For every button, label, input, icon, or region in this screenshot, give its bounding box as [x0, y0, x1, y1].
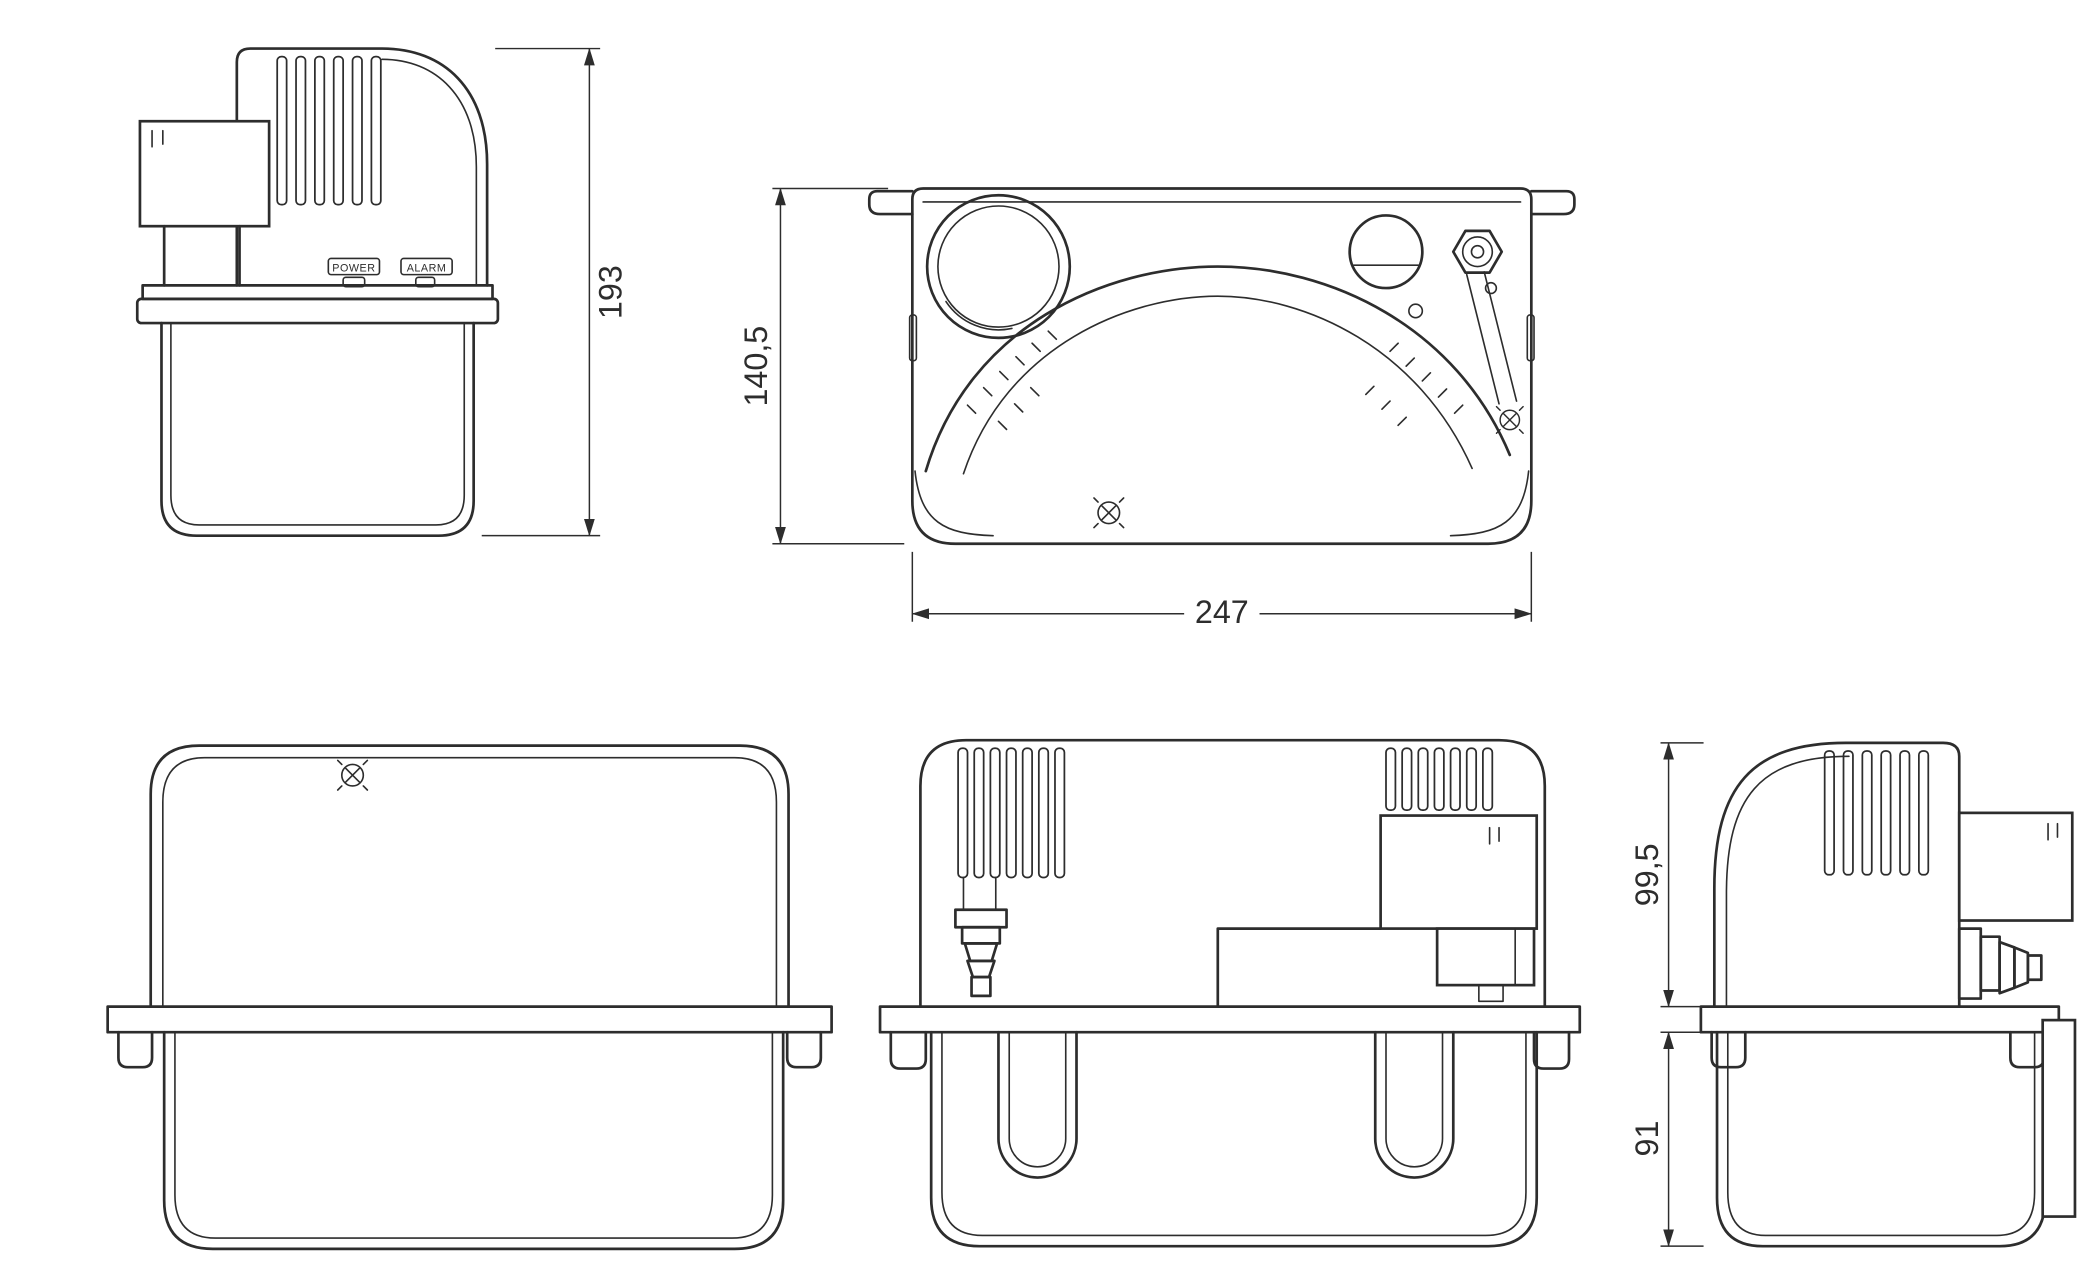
- u-channel-left: [997, 1030, 1078, 1179]
- power-label-text: POWER: [332, 262, 375, 274]
- screw-icon: [1093, 497, 1125, 529]
- front-view: [106, 744, 833, 1251]
- dim-overall-height-text: 193: [593, 265, 629, 319]
- power-label: POWER: [327, 257, 381, 288]
- screw-icon: [1495, 405, 1524, 435]
- rear-view: [878, 738, 1582, 1248]
- dim-overall-height: 193: [481, 47, 629, 537]
- alarm-label-text: ALARM: [407, 262, 447, 274]
- motor-cover: [235, 47, 489, 287]
- mounting-flange: [106, 1005, 833, 1069]
- mounting-flange: [135, 284, 500, 325]
- discharge-barb-fitting: [1957, 927, 2043, 1000]
- right-side-view: 99,5 91: [1629, 741, 2077, 1248]
- dim-body-depth: 140,5: [738, 187, 905, 545]
- top-view: 140,5 247: [738, 187, 1576, 630]
- vent-hole: [1348, 214, 1424, 290]
- dim-body-width-text: 247: [1195, 594, 1249, 630]
- electrical-box: [1379, 814, 1539, 930]
- alarm-label: ALARM: [400, 257, 453, 288]
- motor-cover: [1712, 741, 1961, 1008]
- pump-step-contour: [1216, 927, 1382, 1008]
- mounting-flange: [1699, 1005, 2061, 1069]
- top-body-outline: [910, 187, 1533, 546]
- electrical-box: [1957, 811, 2074, 922]
- front-cover: [149, 744, 790, 1008]
- mounting-flange: [878, 1005, 1582, 1070]
- dim-upper-section: 99,5: [1629, 742, 1704, 1008]
- mounting-ears: [867, 189, 1576, 362]
- screw-icon: [336, 759, 369, 791]
- vent-slots-right: [1385, 747, 1494, 812]
- vent-slots: [276, 55, 382, 206]
- side-bracket: [2041, 1018, 2077, 1218]
- handle-arch: [924, 265, 1512, 475]
- tank: [162, 1030, 785, 1251]
- dim-body-depth-text: 140,5: [738, 326, 774, 407]
- dim-body-width: 247: [911, 551, 1533, 630]
- tank: [160, 321, 476, 538]
- dim-lower-section-text: 91: [1629, 1121, 1665, 1157]
- vent-slots: [1823, 750, 1930, 876]
- u-channel-right: [1373, 1030, 1455, 1179]
- cable-gland: [1435, 927, 1536, 1003]
- dim-upper-section-text: 99,5: [1629, 843, 1665, 906]
- electrical-box: [138, 119, 271, 287]
- rear-cover: [919, 738, 1547, 1008]
- tank: [929, 1030, 1539, 1248]
- tank: [1715, 1030, 2047, 1248]
- dim-lower-section: 91: [1629, 1031, 1704, 1247]
- side-view: POWER ALARM 193: [135, 47, 629, 538]
- discharge-fitting: [1451, 229, 1524, 435]
- drain-barb-fitting: [954, 876, 1008, 998]
- inlet-opening: [925, 193, 1072, 340]
- vent-slots-left: [957, 747, 1066, 879]
